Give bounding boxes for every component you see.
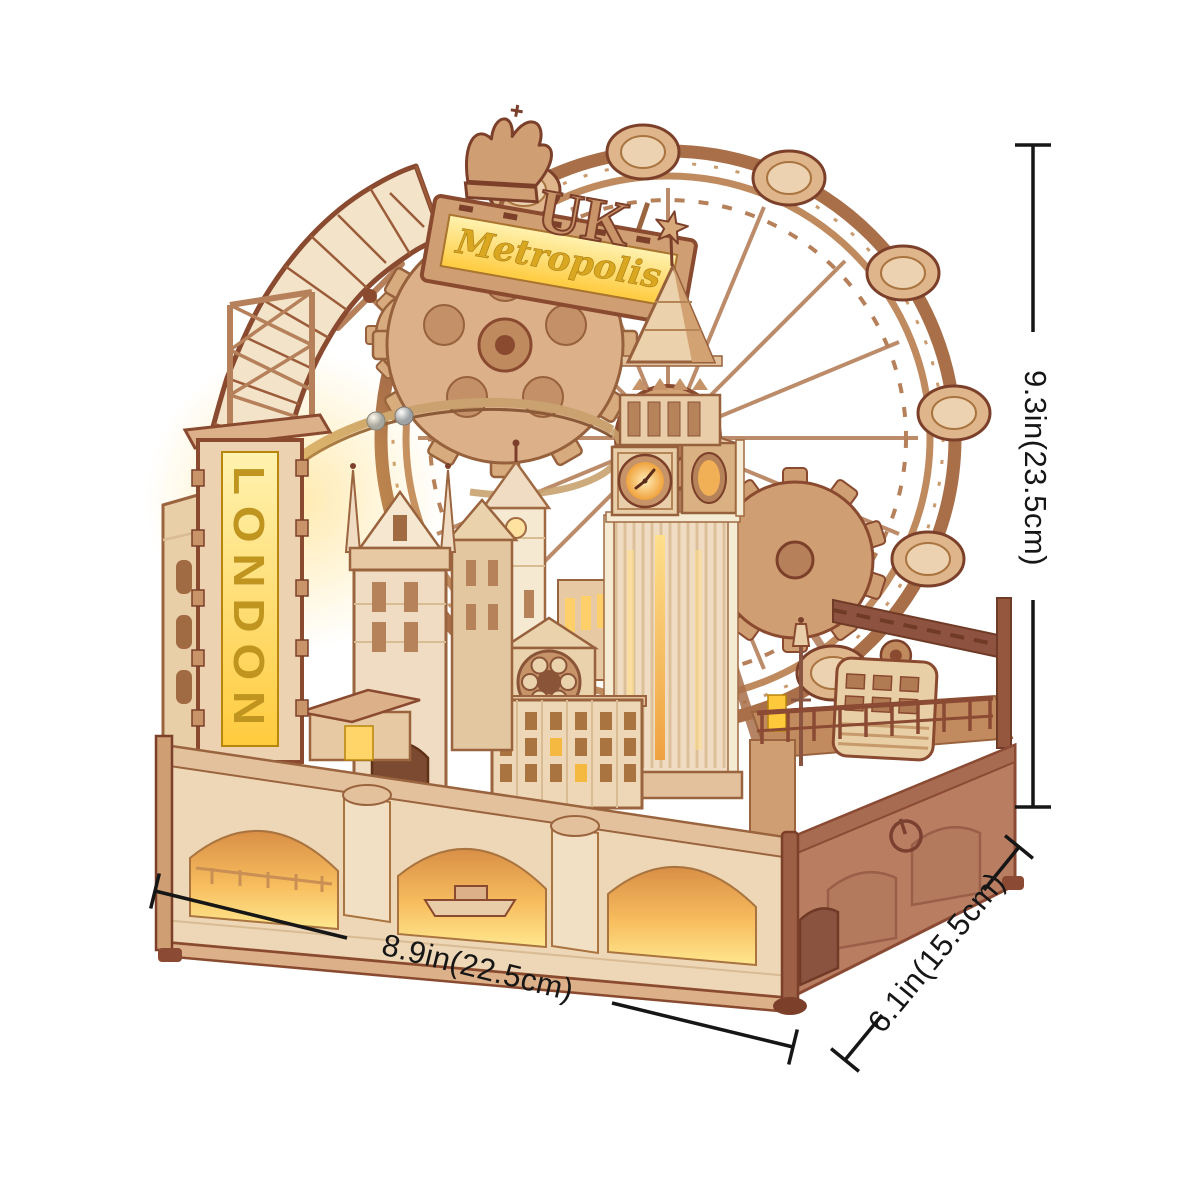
dimension-depth [829, 834, 1035, 1073]
small-house [299, 688, 421, 762]
side-door [798, 907, 840, 987]
metropolis-sign: Metropolis UK [419, 104, 698, 327]
boat [423, 885, 517, 917]
base-arch [189, 830, 339, 931]
parliament-facade [487, 695, 647, 810]
deck-railing [756, 695, 994, 744]
base-arch [607, 866, 757, 967]
tab-joints [191, 459, 309, 727]
clock-face-icon [617, 453, 673, 509]
sign-notches [458, 204, 651, 244]
city-sign-label: LONDON [224, 466, 273, 736]
tower-bridge-rear-tower [445, 498, 519, 752]
country-label: UK [532, 177, 635, 260]
base [154, 734, 1024, 1015]
london-sign-tower: LONDON [182, 413, 333, 764]
city-sign-panel [221, 451, 279, 747]
clock-face-side [691, 452, 727, 504]
dimension-width [149, 873, 799, 1065]
tower-glow-slit [655, 535, 665, 760]
gallery-ornament [632, 378, 708, 390]
power-icon [889, 818, 923, 853]
arch-bridge-detail [195, 866, 333, 892]
lamp-post-icon [791, 617, 811, 766]
right-deck [749, 597, 1014, 841]
height-dimension-label: 9.3in(23.5cm) [1018, 370, 1053, 566]
star-icon [655, 210, 689, 245]
dimension-height [1015, 143, 1051, 809]
crown-icon [463, 104, 553, 204]
